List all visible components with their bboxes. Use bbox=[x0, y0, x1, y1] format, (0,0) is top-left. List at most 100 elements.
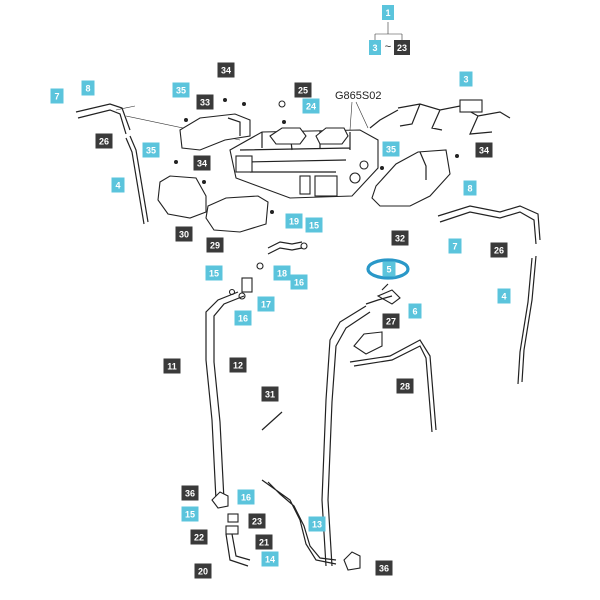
wiring-harness bbox=[369, 103, 511, 135]
callout-35[interactable]: 35 bbox=[382, 141, 400, 157]
callout-17[interactable]: 17 bbox=[257, 296, 275, 312]
callout-number: 32 bbox=[395, 234, 405, 244]
callout-24[interactable]: 24 bbox=[302, 98, 320, 114]
callout-15[interactable]: 15 bbox=[181, 506, 199, 522]
callout-badge bbox=[193, 155, 211, 171]
callout-18[interactable]: 18 bbox=[273, 265, 291, 281]
callout-badge bbox=[95, 133, 113, 149]
callout-badge bbox=[290, 274, 308, 290]
callout-number: 5 bbox=[386, 265, 391, 275]
callout-33[interactable]: 33 bbox=[196, 94, 214, 110]
callout-number: 26 bbox=[494, 246, 504, 256]
callout-36[interactable]: 36 bbox=[181, 485, 199, 501]
callout-badge bbox=[459, 71, 473, 87]
header-range-start-callout[interactable]: 3 bbox=[369, 40, 381, 55]
callout-number: 12 bbox=[233, 361, 243, 371]
callout-badge bbox=[382, 261, 396, 277]
hvac-unit bbox=[229, 127, 379, 199]
callout-number: 16 bbox=[294, 278, 304, 288]
callout-21[interactable]: 21 bbox=[255, 534, 273, 550]
callout-30[interactable]: 30 bbox=[175, 226, 193, 242]
callout-badge bbox=[305, 217, 323, 233]
callout-16[interactable]: 16 bbox=[234, 310, 252, 326]
callout-badge bbox=[382, 141, 400, 157]
callout-badge bbox=[448, 238, 462, 254]
callout-badge bbox=[50, 88, 64, 104]
callout-27[interactable]: 27 bbox=[382, 313, 400, 329]
callout-badge bbox=[229, 357, 247, 373]
callout-13[interactable]: 13 bbox=[308, 516, 326, 532]
svg-text:23: 23 bbox=[397, 43, 407, 53]
callout-badge bbox=[172, 82, 190, 98]
callout-34[interactable]: 34 bbox=[193, 155, 211, 171]
callout-number: 36 bbox=[185, 489, 195, 499]
callout-19[interactable]: 19 bbox=[285, 213, 303, 229]
callout-badge bbox=[255, 534, 273, 550]
callout-35[interactable]: 35 bbox=[172, 82, 190, 98]
header-range-end-callout[interactable]: 23 bbox=[394, 40, 410, 55]
callout-8[interactable]: 8 bbox=[81, 80, 95, 96]
callout-29[interactable]: 29 bbox=[206, 237, 224, 253]
bracket-27 bbox=[353, 331, 383, 355]
callout-14[interactable]: 14 bbox=[261, 551, 279, 567]
callout-15[interactable]: 15 bbox=[305, 217, 323, 233]
bottom-fitting-36 bbox=[211, 491, 229, 509]
callout-7[interactable]: 7 bbox=[50, 88, 64, 104]
callout-26[interactable]: 26 bbox=[490, 242, 508, 258]
callout-badge bbox=[237, 489, 255, 505]
callout-23[interactable]: 23 bbox=[248, 513, 266, 529]
callout-number: 29 bbox=[210, 241, 220, 251]
callout-badge bbox=[382, 313, 400, 329]
callout-badge bbox=[475, 142, 493, 158]
callout-5[interactable]: 5 bbox=[382, 261, 396, 277]
callout-number: 13 bbox=[312, 520, 322, 530]
callout-35[interactable]: 35 bbox=[142, 142, 160, 158]
callout-6[interactable]: 6 bbox=[408, 303, 422, 319]
callout-22[interactable]: 22 bbox=[190, 529, 208, 545]
svg-text:3: 3 bbox=[372, 43, 377, 53]
callout-number: 3 bbox=[463, 75, 468, 85]
callout-8[interactable]: 8 bbox=[463, 180, 477, 196]
callout-31[interactable]: 31 bbox=[261, 386, 279, 402]
callout-28[interactable]: 28 bbox=[396, 378, 414, 394]
callout-16[interactable]: 16 bbox=[290, 274, 308, 290]
callout-36[interactable]: 36 bbox=[375, 560, 393, 576]
callout-32[interactable]: 32 bbox=[391, 230, 409, 246]
header-group: 1 3 ~ 23 bbox=[369, 5, 410, 55]
callout-number: 14 bbox=[265, 555, 275, 565]
callout-4[interactable]: 4 bbox=[111, 177, 125, 193]
callout-badge bbox=[234, 310, 252, 326]
callout-number: 34 bbox=[197, 159, 207, 169]
callout-badge bbox=[217, 62, 235, 78]
callout-badge bbox=[408, 303, 422, 319]
callout-7[interactable]: 7 bbox=[448, 238, 462, 254]
callout-number: 7 bbox=[54, 92, 59, 102]
callout-12[interactable]: 12 bbox=[229, 357, 247, 373]
callout-3[interactable]: 3 bbox=[459, 71, 473, 87]
callout-number: 6 bbox=[412, 307, 417, 317]
callout-20[interactable]: 20 bbox=[194, 563, 212, 579]
callout-34[interactable]: 34 bbox=[475, 142, 493, 158]
callout-number: 18 bbox=[277, 269, 287, 279]
callout-number: 28 bbox=[400, 382, 410, 392]
callout-16[interactable]: 16 bbox=[237, 489, 255, 505]
callout-15[interactable]: 15 bbox=[205, 265, 223, 281]
callout-number: 11 bbox=[167, 362, 177, 372]
callout-26[interactable]: 26 bbox=[95, 133, 113, 149]
callout-34[interactable]: 34 bbox=[217, 62, 235, 78]
callout-badge bbox=[163, 358, 181, 374]
callout-badge bbox=[490, 242, 508, 258]
callout-badge bbox=[175, 226, 193, 242]
callout-4[interactable]: 4 bbox=[497, 288, 511, 304]
callout-25[interactable]: 25 bbox=[294, 82, 312, 98]
callout-badge bbox=[206, 237, 224, 253]
callout-11[interactable]: 11 bbox=[163, 358, 181, 374]
bottom-fitting-36-right bbox=[343, 551, 361, 571]
callout-number: 26 bbox=[99, 137, 109, 147]
header-top-callout[interactable]: 1 bbox=[382, 5, 394, 20]
callout-number: 25 bbox=[298, 86, 308, 96]
callout-number: 20 bbox=[198, 567, 208, 577]
